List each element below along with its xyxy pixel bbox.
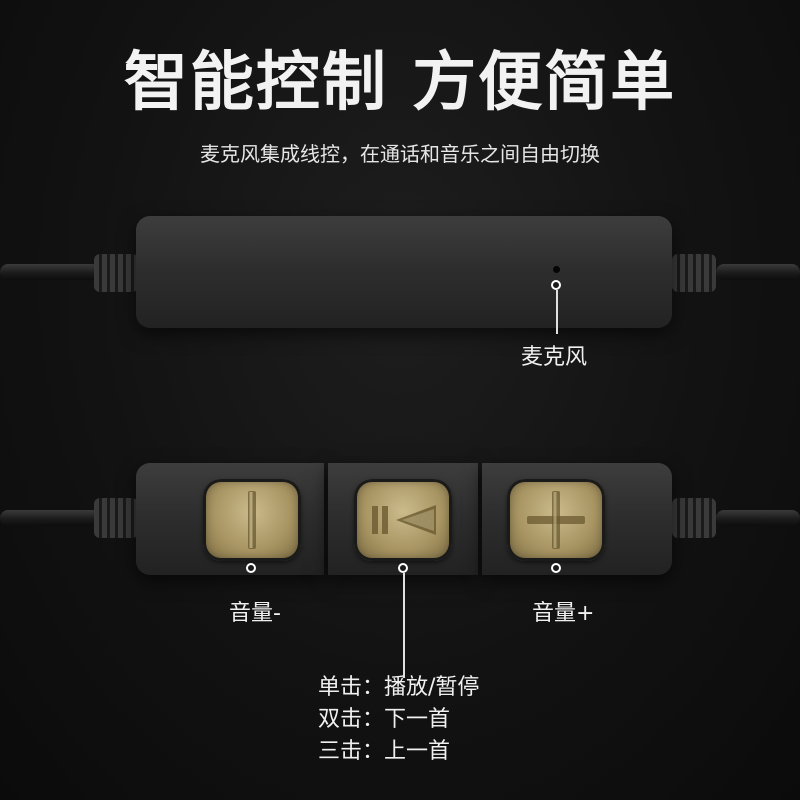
- volume-up-label: 音量+: [532, 601, 595, 626]
- page-title: 智能控制 方便简单: [123, 46, 677, 120]
- strain-relief-left: [94, 254, 138, 292]
- action-row-double: 双击：下一首: [318, 704, 450, 736]
- mic-body: [136, 216, 672, 328]
- volume-down-button[interactable]: [203, 479, 301, 561]
- volume-down-label: 音量-: [229, 601, 281, 626]
- action-key: 单击：: [318, 675, 385, 700]
- action-key: 双击：: [318, 707, 385, 732]
- remote-cable-right: [716, 510, 800, 526]
- play-pause-icon: [372, 505, 436, 535]
- play-pointer-dot: [398, 563, 408, 573]
- action-row-single: 单击：播放/暂停: [318, 672, 479, 704]
- volume-up-button[interactable]: [507, 479, 605, 561]
- remote-strain-right: [672, 498, 716, 538]
- page-subtitle: 麦克风集成线控，在通话和音乐之间自由切换: [200, 142, 600, 166]
- mic-label: 麦克风: [521, 345, 588, 370]
- remote-strain-left: [94, 498, 138, 538]
- minus-icon: [248, 491, 256, 549]
- action-value: 播放/暂停: [384, 675, 480, 700]
- volume-up-pointer-dot: [551, 563, 561, 573]
- action-value: 下一首: [384, 707, 451, 732]
- remote-cable-left: [0, 510, 100, 526]
- action-value: 上一首: [384, 739, 451, 764]
- strain-relief-right: [672, 254, 716, 292]
- volume-down-pointer-dot: [246, 563, 256, 573]
- action-row-triple: 三击：上一首: [318, 736, 450, 768]
- cable-right: [716, 264, 800, 280]
- mic-pointer-dot: [551, 280, 561, 290]
- mic-hole-icon: [553, 266, 560, 273]
- cable-left: [0, 264, 100, 280]
- play-pause-button[interactable]: [354, 479, 452, 561]
- plus-icon: [527, 491, 585, 549]
- action-key: 三击：: [318, 739, 385, 764]
- mic-pointer-line: [556, 290, 558, 334]
- play-pointer-line: [403, 573, 405, 678]
